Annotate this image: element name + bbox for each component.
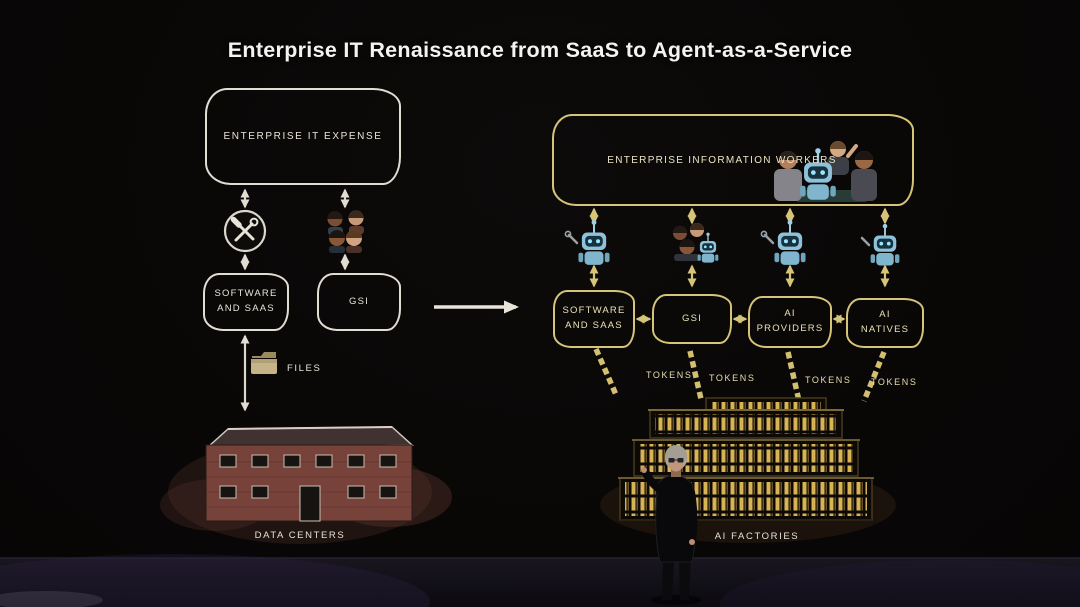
agent-people-robot-icon-2 (673, 223, 720, 264)
enterprise-information-workers-box: ENTERPRISE INFORMATION WORKERS (552, 114, 914, 206)
left-flow-arrows (240, 188, 350, 412)
files-label: FILES (287, 363, 322, 374)
stage-floor (0, 554, 1080, 607)
software-and-saas-box-right: SOFTWARE AND SAAS (553, 290, 635, 348)
enterprise-it-expense-box: ENTERPRISE IT EXPENSE (205, 88, 401, 185)
gsi-label-left: GSI (349, 295, 369, 307)
agent-robot-icon-3 (760, 218, 807, 266)
tokens-label-4: TOKENS (871, 377, 918, 387)
tokens-label-1: TOKENS (646, 370, 693, 380)
enterprise-information-workers-label: ENTERPRISE INFORMATION WORKERS (607, 154, 837, 166)
token-stream-arrows (593, 347, 887, 403)
ai-natives-label: AI NATIVES (860, 309, 910, 335)
software-and-saas-label-right: SOFTWARE AND SAAS (562, 305, 626, 331)
folder-icon (251, 352, 277, 374)
data-centers-label: DATA CENTERS (254, 530, 346, 541)
gsi-box-left: GSI (317, 273, 401, 331)
people-group-icon (327, 210, 364, 253)
slide-title: Enterprise IT Renaissance from SaaS to A… (227, 38, 853, 62)
agent-robot-icon-4 (860, 222, 901, 267)
ai-natives-box: AI NATIVES (846, 298, 924, 348)
software-and-saas-box-left: SOFTWARE AND SAAS (203, 273, 289, 331)
gsi-label-right: GSI (682, 312, 702, 324)
enterprise-it-expense-label: ENTERPRISE IT EXPENSE (223, 130, 383, 142)
workers-photo-group (774, 141, 877, 202)
tokens-label-3: TOKENS (805, 375, 852, 385)
ai-providers-box: AI PROVIDERS (748, 296, 832, 348)
right-flow-arrows (589, 207, 890, 324)
tokens-label-2: TOKENS (709, 373, 756, 383)
gsi-box-right: GSI (652, 294, 732, 344)
ai-factories-label: AI FACTORIES (714, 531, 800, 542)
software-and-saas-label-left: SOFTWARE AND SAAS (214, 288, 278, 314)
ai-providers-label: AI PROVIDERS (756, 308, 824, 334)
presenter-figure (641, 445, 702, 605)
tools-icon (223, 209, 267, 253)
agent-robot-icon-1 (564, 218, 611, 266)
datacenter-illustration (160, 426, 452, 544)
